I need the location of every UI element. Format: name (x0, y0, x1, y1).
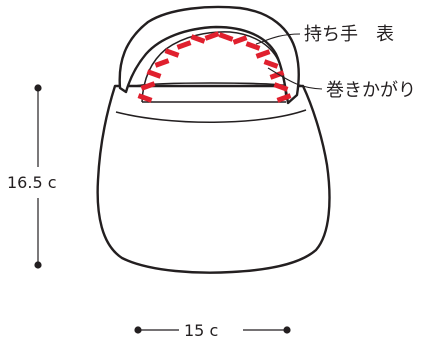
bag-body (96, 82, 331, 274)
whip-stitch-mark (269, 70, 285, 80)
height-dim-label: 16.5 c (7, 173, 57, 192)
whip-stitch-mark (146, 69, 162, 79)
whip-stitch-mark (263, 59, 279, 69)
whip-stitch-mark (176, 40, 192, 50)
bag-top-band-line (115, 109, 307, 123)
handle-label-leader (255, 33, 301, 45)
whip-stitch-mark (140, 81, 156, 91)
whip-stitch-mark (164, 48, 180, 58)
whip-stitch-mark (154, 58, 170, 68)
width-dim-label: 15 c (184, 321, 218, 340)
whip-stitch-mark (218, 32, 234, 42)
handle-front-label: 持ち手 表 (304, 24, 394, 45)
handle-outer (118, 5, 300, 105)
whip-stitch-mark (204, 31, 220, 41)
whip-stitch-mark (190, 34, 206, 44)
whip-stitches (137, 31, 292, 103)
whip-stitch-mark (245, 41, 261, 51)
width-dimension: 15 c (134, 321, 291, 340)
whip-stitch-mark (255, 49, 271, 59)
whip-stitch-mark (273, 82, 289, 92)
whip-stitch-mark (276, 93, 292, 103)
bag-body-outline (96, 84, 331, 274)
whip-stitch-mark (232, 35, 248, 45)
whip-stitch-mark (137, 93, 153, 103)
handle (118, 5, 300, 105)
whip-stitch-label: 巻きかがり (326, 80, 416, 101)
handle-inner-edge (141, 31, 287, 103)
stitch-label-leader (267, 67, 323, 90)
height-dimension: 16.5 c (7, 84, 57, 269)
